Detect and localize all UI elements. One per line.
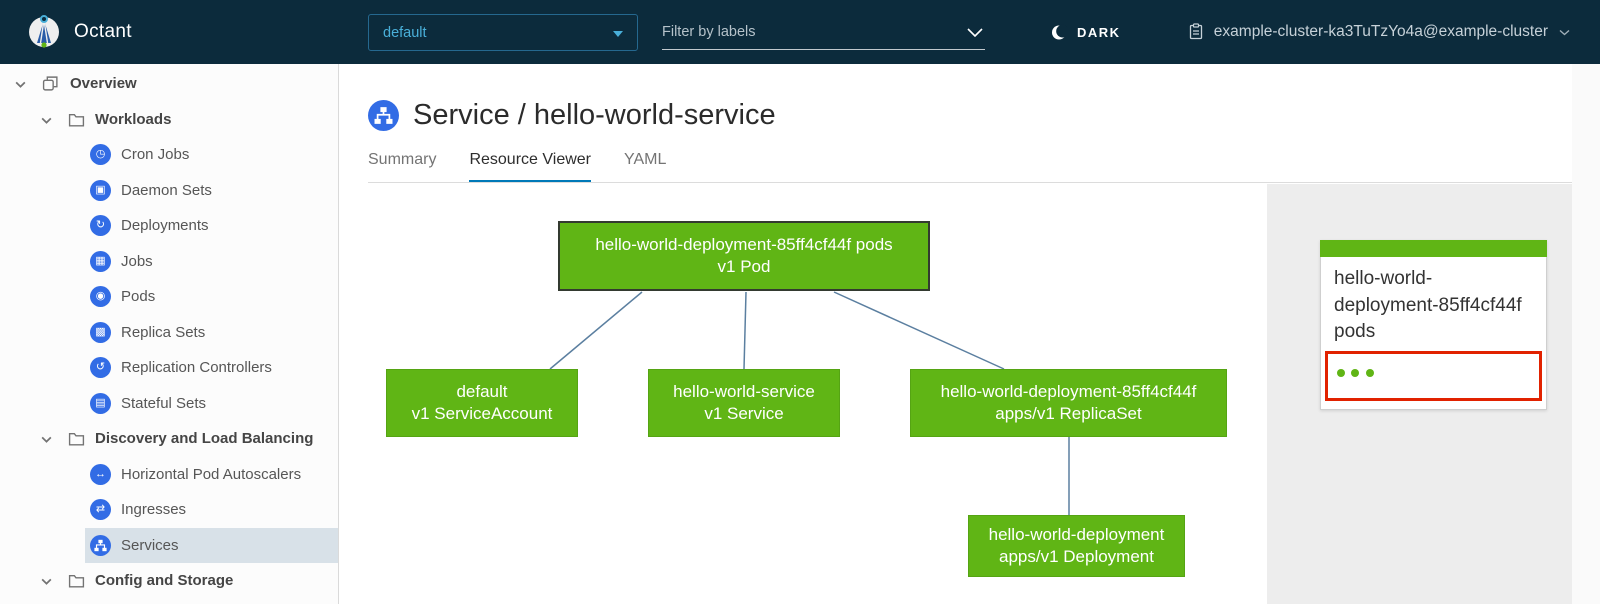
node-name: default [456, 381, 508, 401]
chevron-down-icon[interactable] [967, 28, 983, 37]
chevron-down-icon[interactable] [14, 78, 27, 91]
graph-node-deployment[interactable]: hello-world-deployment apps/v1 Deploymen… [968, 515, 1185, 577]
chevron-down-icon[interactable] [40, 433, 53, 446]
card-status-strip [1320, 240, 1547, 257]
sidebar-item-replica-sets[interactable]: ▩ Replica Sets [0, 315, 338, 351]
pod-status-dot[interactable] [1365, 369, 1374, 377]
node-kind: apps/v1 Deployment [999, 547, 1154, 566]
folder-icon [68, 113, 85, 127]
folder-icon [68, 432, 85, 446]
tab-divider [368, 182, 1572, 183]
hpa-icon: ↔ [90, 463, 111, 485]
sidebar-group-workloads[interactable]: Workloads [0, 102, 338, 138]
caret-down-icon [613, 31, 623, 37]
resource-detail-card[interactable]: hello-world-deployment-85ff4cf44f pods [1320, 240, 1547, 410]
graph-node-serviceaccount[interactable]: default v1 ServiceAccount [386, 369, 578, 437]
sidebar-item-cron-jobs[interactable]: ◷ Cron Jobs [0, 137, 338, 173]
node-kind: v1 ServiceAccount [411, 404, 553, 423]
graph-node-pod[interactable]: hello-world-deployment-85ff4cf44f pods v… [558, 221, 930, 291]
folder-icon [68, 574, 85, 588]
sidebar-item-stateful-sets[interactable]: ▤ Stateful Sets [0, 386, 338, 422]
overview-icon [42, 76, 58, 91]
replica-sets-icon: ▩ [90, 321, 111, 343]
tab-resource-viewer[interactable]: Resource Viewer [469, 151, 591, 183]
cron-jobs-icon: ◷ [90, 144, 111, 165]
sidebar-item-jobs[interactable]: ▦ Jobs [0, 244, 338, 280]
moon-icon [1052, 24, 1068, 39]
ingresses-icon: ⇄ [90, 499, 111, 520]
node-kind: apps/v1 ReplicaSet [995, 404, 1142, 423]
app-title: Octant [74, 21, 132, 42]
cluster-context-selector[interactable]: example-cluster-ka3TuTzYo4a@example-clus… [1187, 0, 1570, 64]
detail-panel: hello-world-deployment-85ff4cf44f pods [1267, 184, 1572, 604]
sidebar-item-services[interactable]: Services [0, 527, 338, 563]
sidebar-group-discovery-and-load-balancing[interactable]: Discovery and Load Balancing [0, 421, 338, 457]
filter-by-labels-input[interactable]: Filter by labels [662, 14, 985, 50]
tab-yaml[interactable]: YAML [624, 151, 667, 168]
resource-viewer-graph[interactable]: hello-world-deployment-85ff4cf44f pods v… [340, 184, 1267, 604]
pods-icon: ◉ [90, 286, 111, 307]
graph-node-replicaset[interactable]: hello-world-deployment-85ff4cf44f apps/v… [910, 369, 1227, 437]
stateful-sets-icon: ▤ [90, 392, 111, 414]
sidebar-group-config-and-storage[interactable]: Config and Storage [0, 563, 338, 599]
node-name: hello-world-service [673, 381, 815, 401]
sidebar-item-pods[interactable]: ◉ Pods [0, 279, 338, 315]
pod-status-selection-box[interactable] [1325, 351, 1542, 401]
card-title: hello-world-deployment-85ff4cf44f pods [1334, 268, 1522, 343]
graph-node-service[interactable]: hello-world-service v1 Service [648, 369, 840, 437]
page-title: Service / hello-world-service [368, 99, 776, 132]
octant-logo-icon [24, 12, 64, 52]
cluster-context-label: example-cluster-ka3TuTzYo4a@example-clus… [1213, 23, 1548, 40]
page-title-text: Service / hello-world-service [413, 99, 776, 131]
tab-bar: Summary Resource Viewer YAML [368, 151, 666, 183]
pod-status-dot[interactable] [1351, 369, 1360, 377]
tab-summary[interactable]: Summary [368, 151, 437, 168]
namespace-dropdown[interactable]: default [368, 14, 638, 51]
sidebar-item-daemon-sets[interactable]: ▣ Daemon Sets [0, 173, 338, 209]
dark-theme-toggle[interactable]: DARK [1051, 0, 1121, 64]
sidebar-item-horizontal-pod-autoscalers[interactable]: ↔ Horizontal Pod Autoscalers [0, 457, 338, 493]
chevron-down-icon[interactable] [40, 575, 53, 588]
filter-placeholder: Filter by labels [662, 23, 756, 40]
graph-edges [549, 291, 1070, 515]
navigation-sidebar: Overview Workloads ◷ Cron Jobs ▣ Daemon … [0, 64, 339, 604]
deployments-icon: ↻ [90, 215, 111, 236]
chevron-down-icon [1559, 29, 1570, 35]
chevron-down-icon[interactable] [40, 114, 53, 127]
top-header: Octant default Filter by labels DARK [0, 0, 1600, 64]
pod-status-dot[interactable] [1337, 369, 1345, 377]
node-name: hello-world-deployment-85ff4cf44f pods [595, 234, 893, 254]
node-kind: v1 Service [704, 404, 784, 423]
cluster-icon [1189, 23, 1202, 40]
daemon-sets-icon: ▣ [90, 179, 111, 201]
sidebar-item-ingresses[interactable]: ⇄ Ingresses [0, 492, 338, 528]
scroll-gutter [1572, 64, 1600, 604]
dark-label: DARK [1077, 24, 1121, 40]
jobs-icon: ▦ [90, 250, 111, 272]
services-icon [90, 534, 111, 556]
sidebar-item-deployments[interactable]: ↻ Deployments [0, 208, 338, 244]
sidebar-item-overview[interactable]: Overview [0, 66, 338, 102]
namespace-dropdown-value: default [383, 24, 427, 41]
replication-controllers-icon: ↺ [90, 357, 111, 378]
node-name: hello-world-deployment [988, 524, 1165, 544]
sidebar-item-replication-controllers[interactable]: ↺ Replication Controllers [0, 350, 338, 386]
node-name: hello-world-deployment-85ff4cf44f [940, 381, 1197, 401]
node-kind: v1 Pod [717, 257, 771, 276]
service-icon [368, 100, 399, 131]
